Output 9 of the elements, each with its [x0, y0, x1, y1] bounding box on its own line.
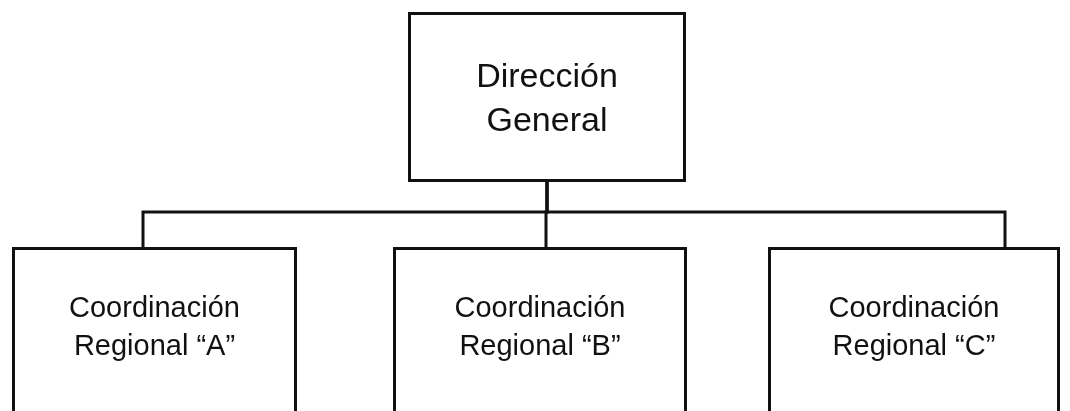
- org-box: [12, 247, 297, 411]
- org-box: [768, 247, 1060, 411]
- connector-line: [545, 182, 1007, 247]
- box-label: Coordinación Regional “A”: [68, 290, 241, 363]
- box-label: Coordinación Regional “B”: [453, 290, 627, 363]
- box-label: Coordinación Regional “C”: [827, 290, 1001, 363]
- org-box: [393, 247, 687, 411]
- box-label: Dirección General: [475, 54, 619, 140]
- org-box: [408, 12, 686, 182]
